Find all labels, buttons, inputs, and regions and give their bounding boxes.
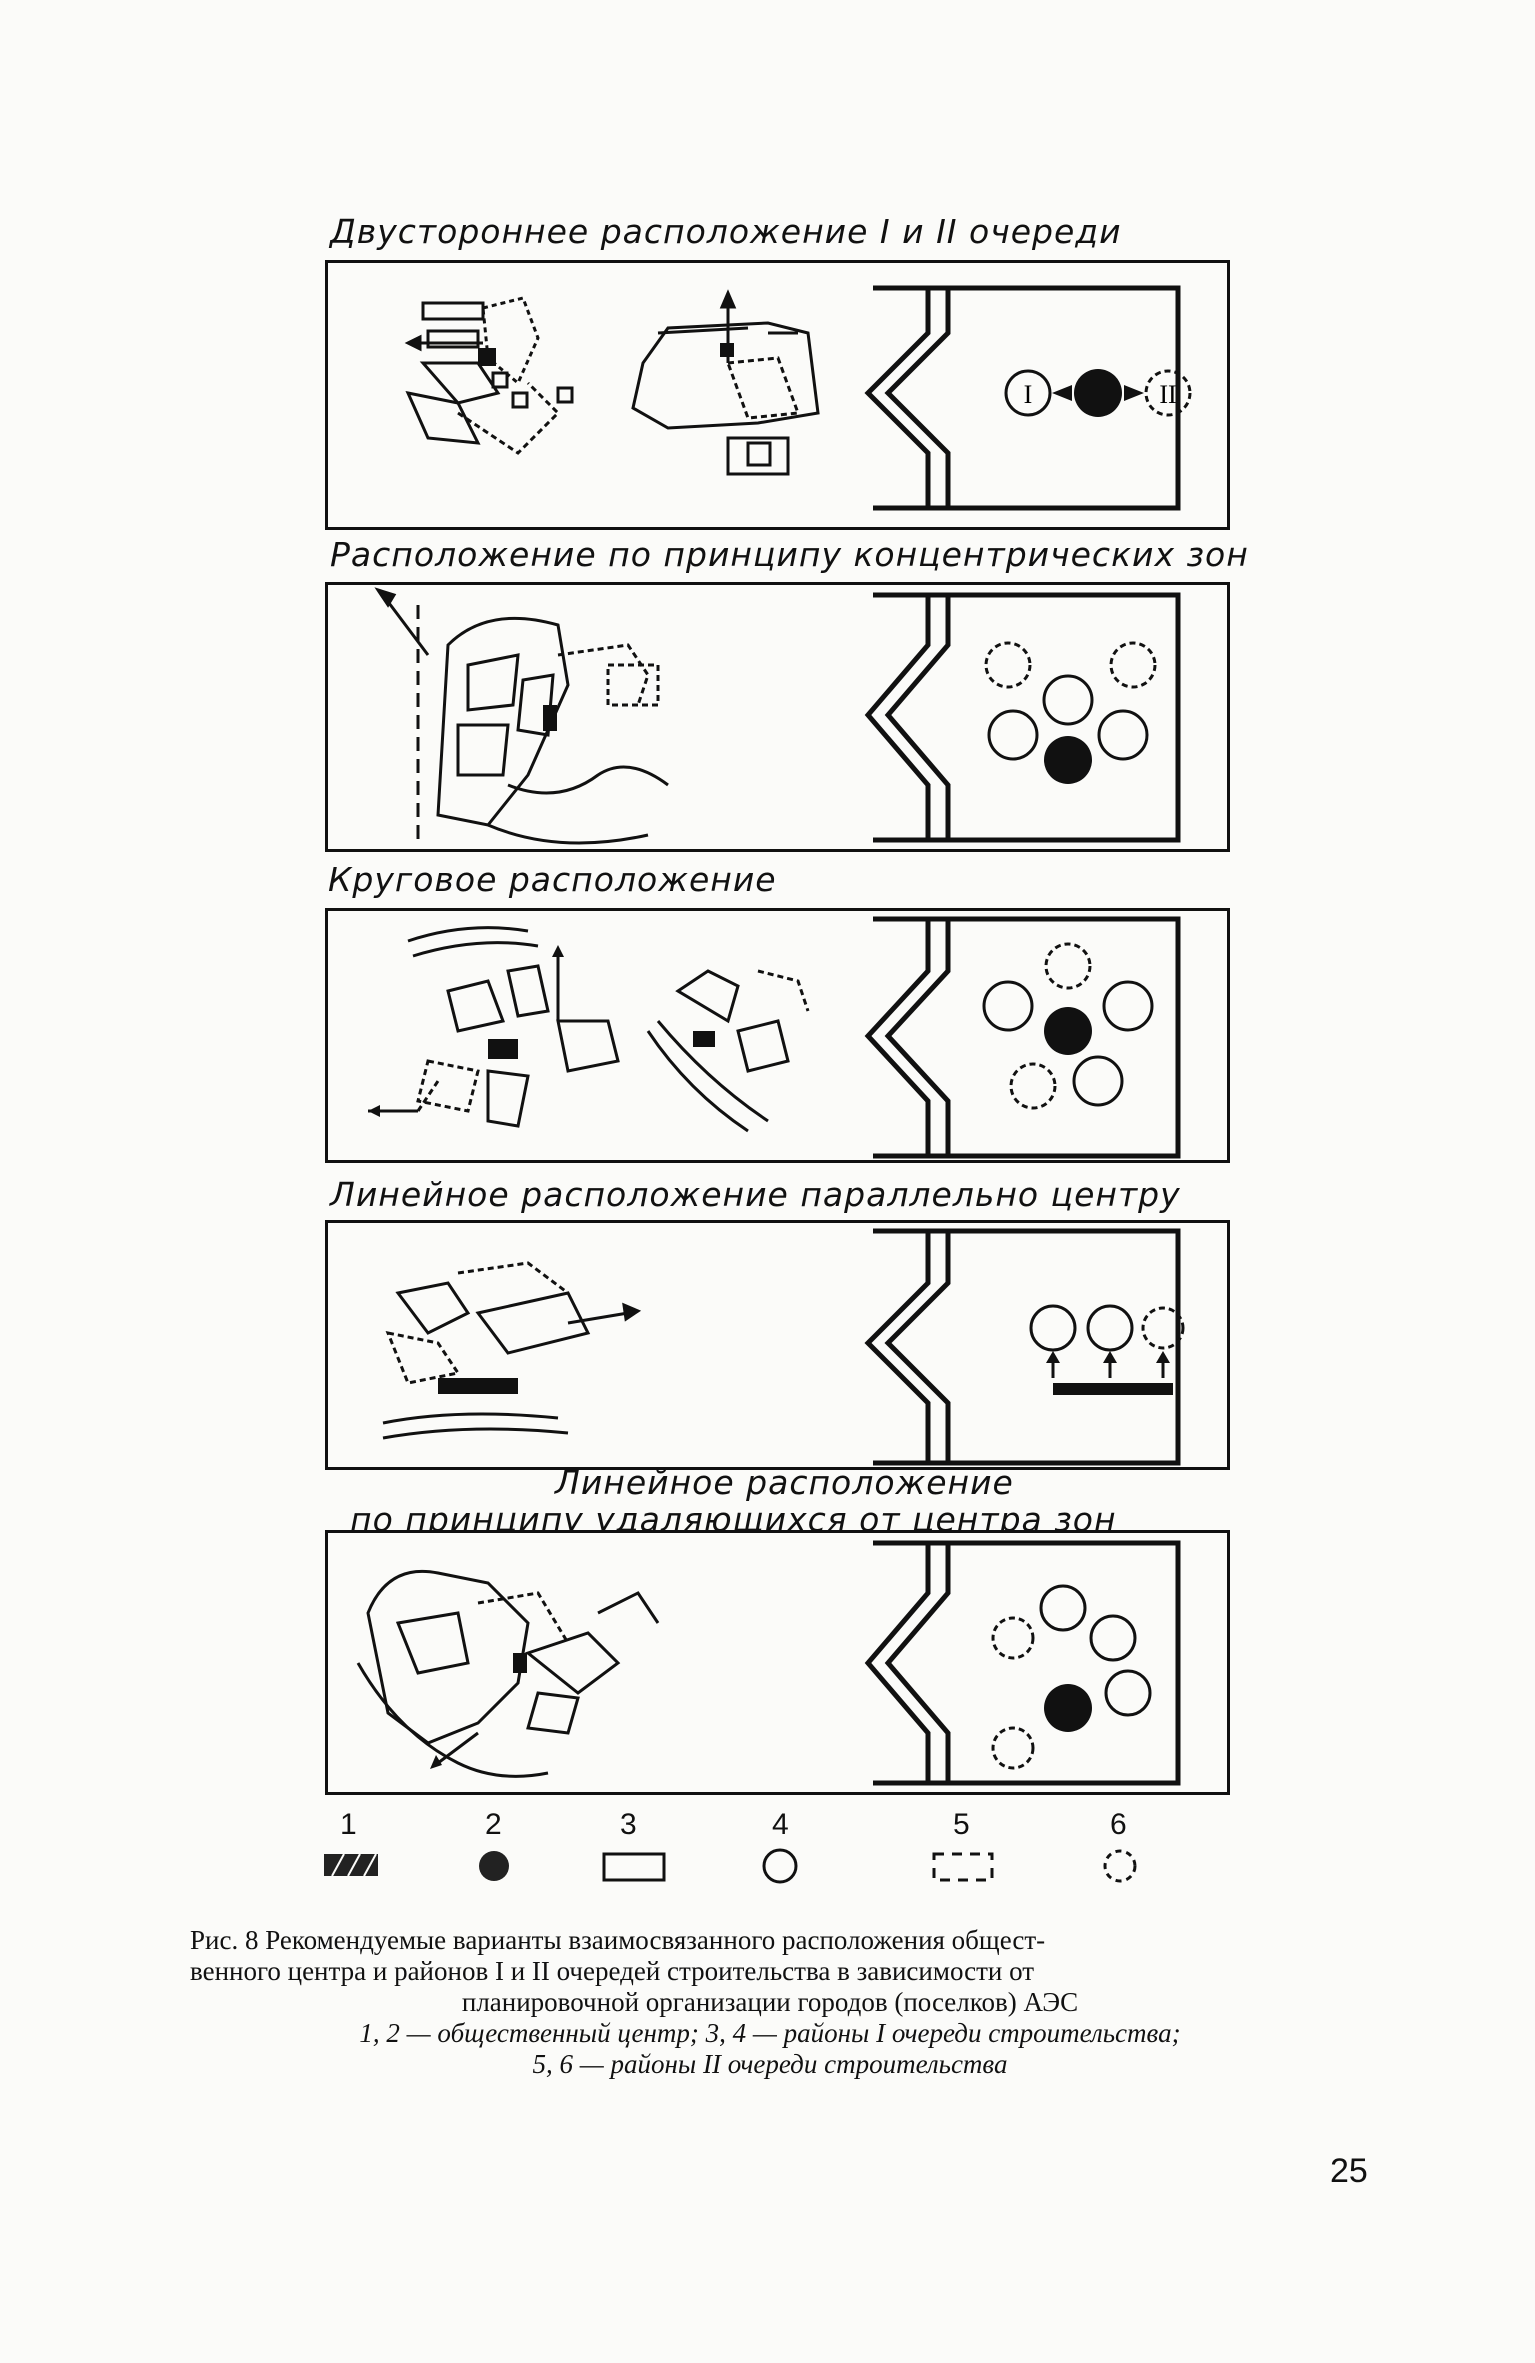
panel-5-drawing [356,1540,1181,1786]
center-filled-circle [1044,736,1092,784]
center-filled-circle [1044,1684,1092,1732]
panel-3-drawing [368,916,1181,1159]
schema-frame-4 [864,1228,1181,1466]
legend-number-2: 2 [485,1808,502,1841]
panel-1: I II [325,260,1230,530]
legend-number-3: 3 [620,1808,637,1841]
legend-number-5: 5 [953,1808,970,1841]
caption-line-1: Рис. 8 Рекомендуемые варианты взаимосвяз… [190,1925,1046,1955]
zone-I-circle [1004,369,1052,417]
panel-4-title: Линейное расположение параллельно центру [330,1175,1181,1214]
figure-caption: Рис. 8 Рекомендуемые варианты взаимосвяз… [190,1925,1350,2080]
center-mark-1 [478,348,496,366]
schema-frame-1 [864,285,1181,511]
plan-sketch-ring [368,926,810,1133]
circle-icon [762,1848,798,1884]
panel-4 [325,1220,1230,1470]
panel-1-title: Двустороннее расположение I и II очереди [330,212,1122,251]
center-filled-circle [1044,1007,1092,1055]
hatched-rect-icon [324,1853,378,1877]
panel-3-title: Круговое расположение [328,860,777,899]
panel-2-drawing [374,587,1181,845]
plan-sketch-left [404,296,574,455]
panel-2 [325,582,1230,852]
caption-line-5: 5, 6 — районы II очереди строительства [532,2049,1008,2079]
schema-frame-3 [864,916,1181,1159]
center-filled-circle [1074,369,1122,417]
plan-sketch-concentric [374,587,669,845]
zone-II-circle [1144,369,1192,417]
rect-icon [602,1852,666,1882]
panel-1-drawing: I II [404,285,1192,511]
filled-circle-icon [479,1851,509,1881]
panel-3 [325,908,1230,1163]
page-number: 25 [1330,2152,1368,2190]
panel-2-title: Расположение по принципу концентрических… [330,535,1249,574]
zone-II-label: II [1159,380,1176,409]
zone-I-label: I [1024,380,1033,409]
legend-number-4: 4 [772,1808,789,1841]
caption-line-4: 1, 2 — общественный центр; 3, 4 — районы… [359,2018,1181,2048]
plan-sketch-linear [382,1261,642,1440]
schema-frame-5 [864,1540,1181,1786]
caption-line-2: венного центра и районов I и II очередей… [190,1956,1035,1986]
schema-frame-2 [864,592,1181,843]
plan-sketch-radiating [356,1569,660,1778]
plan-sketch-middle [631,289,820,476]
legend-number-6: 6 [1110,1808,1127,1841]
caption-line-3: планировочной организации городов (посел… [461,1987,1079,2017]
linear-center-bar [1053,1383,1173,1395]
dashed-rect-icon [932,1852,994,1882]
panel-4-drawing [382,1228,1185,1466]
center-mark-2 [720,343,734,357]
legend-number-1: 1 [340,1808,357,1841]
dashed-circle-icon [1103,1849,1137,1883]
panel-5-title-line1: Линейное расположение [555,1463,1014,1502]
panel-5 [325,1530,1230,1795]
